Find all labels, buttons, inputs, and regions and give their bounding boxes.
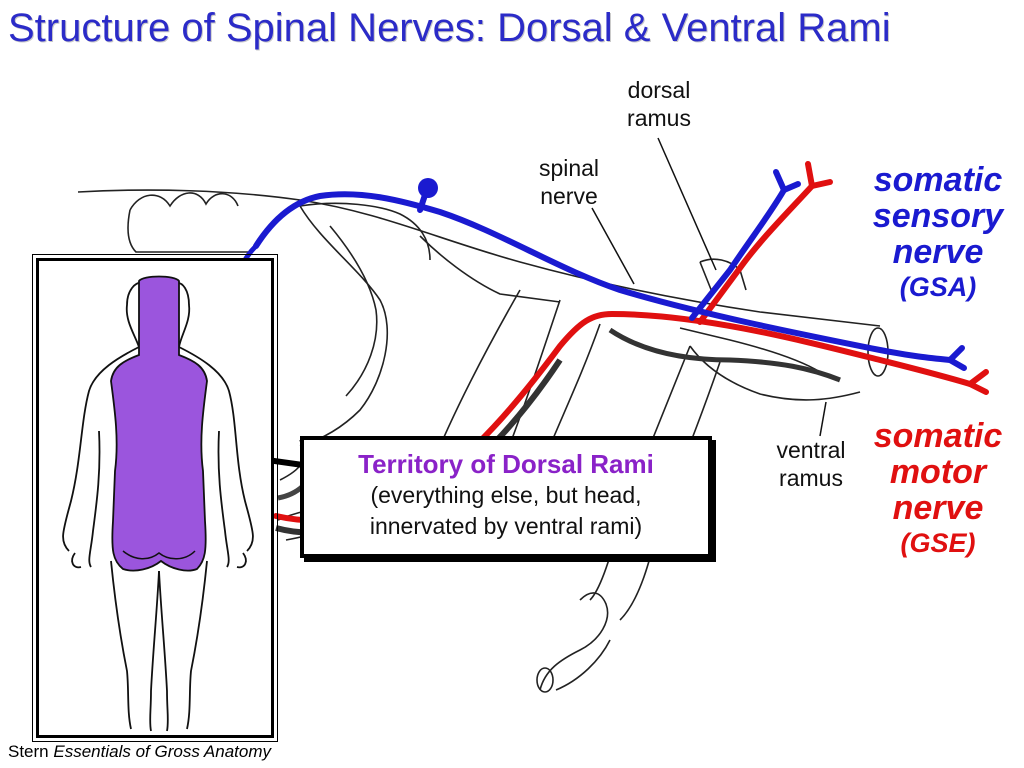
somatic-motor-label: somatic motor nerve (GSE) — [858, 418, 1018, 560]
credit-work: Essentials of Gross Anatomy — [53, 742, 271, 761]
dorsal-rami-callout: Territory of Dorsal Rami (everything els… — [300, 436, 712, 558]
ventral-ramus-shadow — [608, 327, 841, 383]
callout-description: (everything else, but head, innervated b… — [369, 482, 643, 539]
motor-line-1: somatic — [873, 417, 1003, 455]
sensory-line-2: sensory — [872, 197, 1004, 235]
motor-code: (GSE) — [900, 528, 976, 558]
label-dorsal-ramus: dorsal ramus — [627, 77, 691, 131]
dorsal-rami-territory — [110, 275, 208, 572]
sensory-nerve-path — [253, 169, 967, 371]
somatic-sensory-label: somatic sensory nerve (GSA) — [858, 162, 1018, 304]
source-credit: Stern Essentials of Gross Anatomy — [8, 742, 271, 762]
label-spinal-nerve: spinal nerve — [538, 155, 600, 209]
credit-author: Stern — [8, 742, 49, 761]
sensory-line-3: nerve — [892, 233, 984, 271]
motor-line-2: motor — [889, 453, 987, 491]
body-figure-frame — [32, 254, 278, 742]
dorsal-root-ganglion — [418, 178, 438, 198]
label-ventral-ramus: ventral ramus — [776, 437, 846, 491]
human-back-figure — [62, 275, 254, 732]
leader-lines — [591, 137, 827, 437]
sensory-line-1: somatic — [873, 161, 1003, 199]
motor-line-3: nerve — [892, 489, 984, 527]
sensory-code: (GSA) — [899, 272, 977, 302]
slide-title: Structure of Spinal Nerves: Dorsal & Ven… — [8, 6, 891, 50]
callout-title: Territory of Dorsal Rami — [358, 449, 654, 479]
